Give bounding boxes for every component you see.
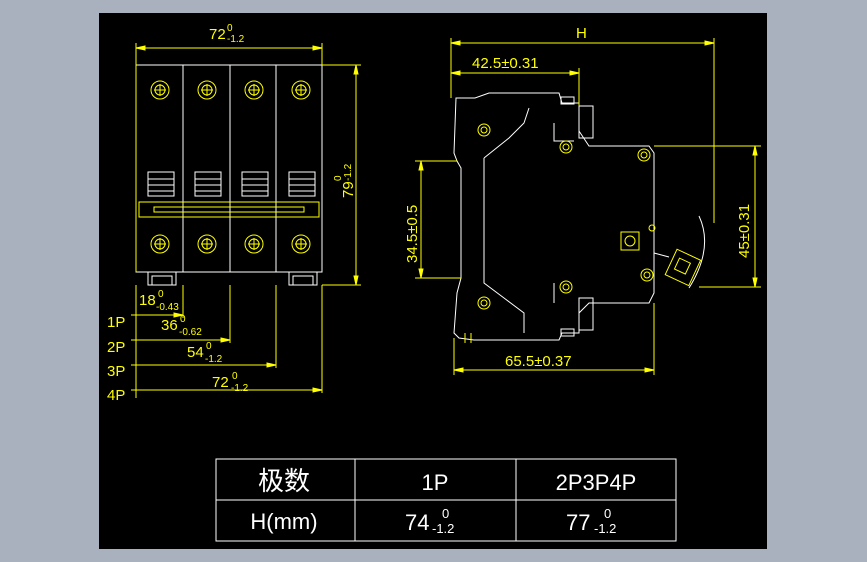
drawing-svg: 72 0 -1.2 79 0 -1.2: [107, 23, 761, 542]
side-inner-line: [553, 123, 574, 142]
dim-4p-sub: -1.2: [231, 383, 249, 394]
pole-label-leaders: [131, 314, 136, 391]
dim-3p-main: 54: [187, 344, 204, 361]
pole-label-4p: 4P: [107, 387, 125, 404]
front-view: 72 0 -1.2 79 0 -1.2: [107, 23, 361, 404]
table-row-label: H(mm): [250, 509, 317, 534]
side-body-outline: [453, 92, 655, 341]
height-dim-sub: -1.2: [343, 163, 354, 181]
pole-label-2p: 2P: [107, 339, 125, 356]
dim-3p-sup: 0: [206, 341, 212, 352]
table-header-1p: 1P: [422, 470, 449, 495]
rail-bottom: [560, 328, 575, 337]
rail-top: [560, 96, 575, 105]
trip-handle: [664, 248, 702, 287]
dim-2p-sup: 0: [180, 314, 186, 325]
table-value-multi-main: 77: [566, 510, 590, 535]
table-value-multi-sub: -1.2: [594, 521, 616, 536]
left-dimension: [415, 160, 461, 279]
din-clips: [147, 271, 318, 286]
width-dim-sup: 0: [227, 23, 233, 34]
width-dim-main: 72: [209, 26, 226, 43]
top-terminal-screws: [150, 80, 311, 100]
table-value-1p-sup: 0: [442, 506, 449, 521]
handle-arc: [688, 215, 706, 289]
left-dim-label: 34.5±0.5: [404, 205, 421, 263]
handles: [147, 171, 316, 197]
dim-3p-sub: -1.2: [205, 354, 223, 365]
dim-1p-sub: -0.43: [156, 302, 179, 313]
table-value-1p-main: 74: [405, 510, 429, 535]
overall-h-dimension: [450, 38, 715, 223]
handle-square: [620, 231, 640, 251]
rail-block: [578, 297, 594, 331]
top-dim-label: 42.5±0.31: [472, 55, 539, 72]
side-screws: [477, 123, 656, 310]
table-value-multi-sup: 0: [604, 506, 611, 521]
bottom-dim-label: 65.5±0.37: [505, 353, 572, 370]
right-dim-label: 45±0.31: [736, 204, 753, 258]
drawing-canvas: 72 0 -1.2 79 0 -1.2: [99, 13, 767, 549]
height-dimension: [322, 64, 361, 286]
rail-block: [578, 105, 594, 139]
dim-2p-main: 36: [161, 317, 178, 334]
dim-1p-sup: 0: [158, 289, 164, 300]
h-label: H: [576, 25, 587, 42]
table-value-1p-sub: -1.2: [432, 521, 454, 536]
dim-2p-sub: -0.62: [179, 327, 202, 338]
dim-1p-main: 18: [139, 292, 156, 309]
pole-width-dimensions: [135, 285, 323, 398]
table-header-2p3p4p: 2P3P4P: [556, 470, 637, 495]
side-view: H 42.5±0.31 34.5±0.5 45: [404, 25, 761, 375]
width-dim-sub: -1.2: [227, 34, 245, 45]
height-dim-main: 79: [340, 181, 357, 198]
width-dimension: [135, 43, 323, 65]
dim-4p-main: 72: [212, 374, 229, 391]
bottom-dimension: [453, 303, 655, 375]
h-table: 极数 1P 2P3P4P H(mm) 74 0 -1.2 77 0 -1.2: [215, 458, 677, 542]
foot-pins: [464, 333, 472, 343]
table-header-poles: 极数: [258, 466, 310, 496]
dim-4p-sup: 0: [232, 371, 238, 382]
side-inner-line: [483, 107, 530, 159]
bottom-terminal-screws: [150, 234, 311, 254]
pole-label-1p: 1P: [107, 314, 125, 331]
pole-label-3p: 3P: [107, 363, 125, 380]
right-dimension: [654, 145, 761, 288]
handle-tie-bar: [138, 201, 320, 218]
top-dimension: [450, 68, 580, 106]
side-inner-line: [483, 158, 525, 333]
height-dim-sup: 0: [333, 175, 344, 181]
